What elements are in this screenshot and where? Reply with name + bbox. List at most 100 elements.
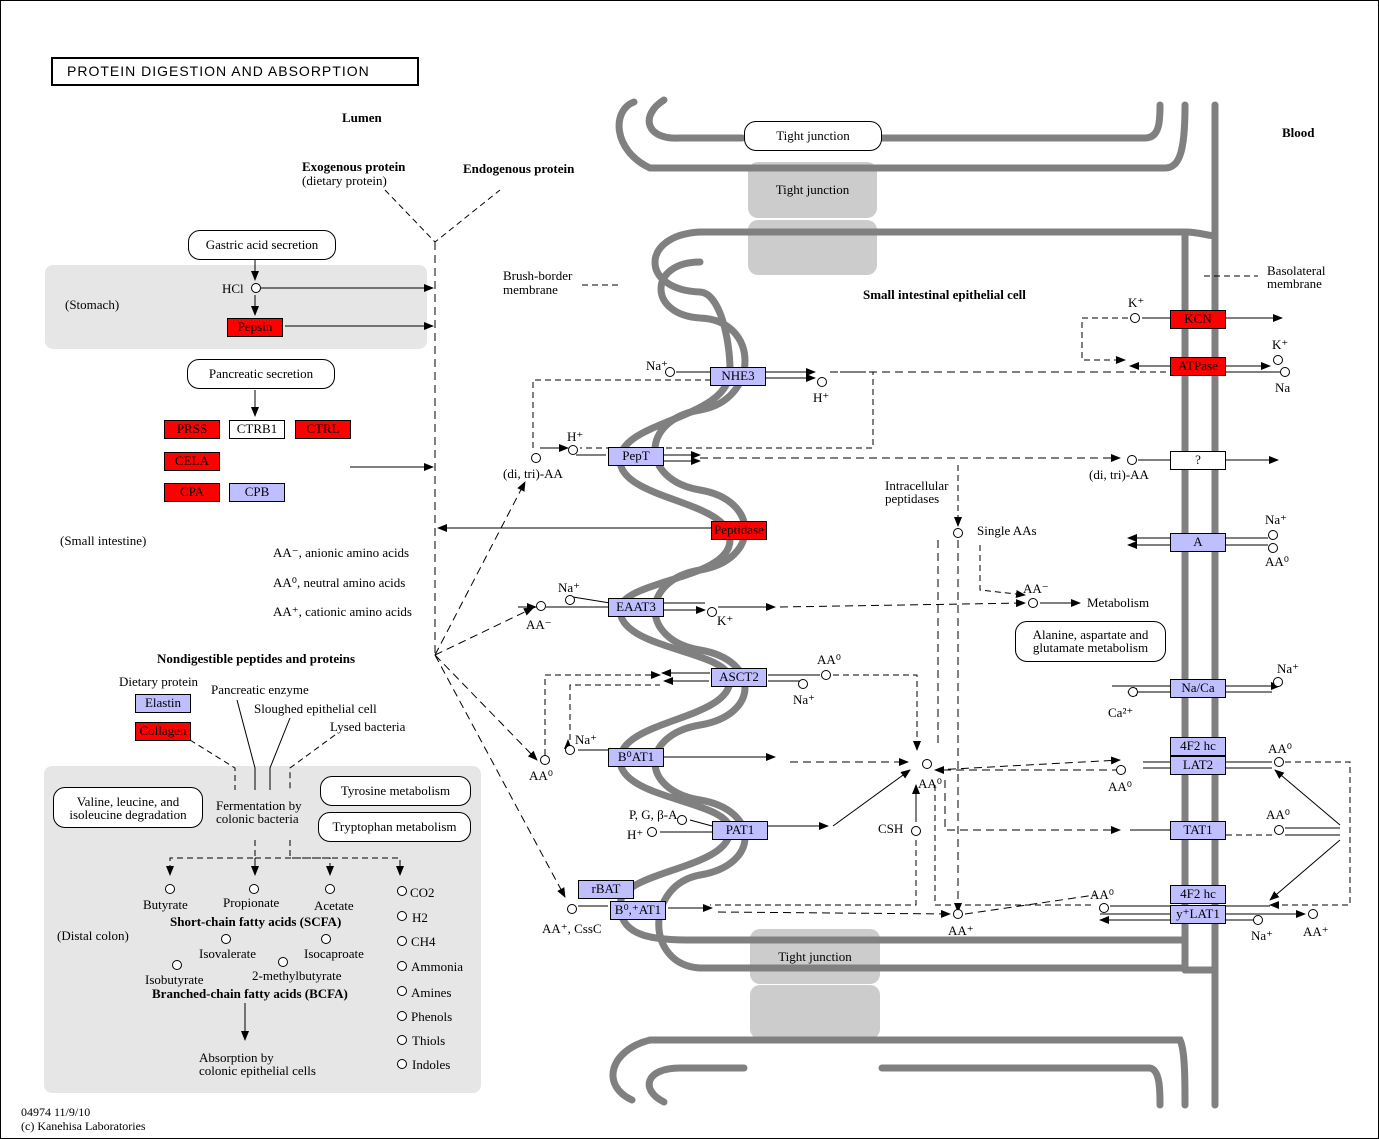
tyrosine-metabolism-pill[interactable]: Tyrosine metabolism — [320, 776, 471, 806]
na-b0at1-label: Na⁺ — [575, 732, 598, 747]
gene-ctrl[interactable]: CTRL — [295, 420, 351, 439]
single-aas-label: Single AAs — [977, 523, 1037, 538]
amines-label: Amines — [411, 985, 452, 1000]
gene-pepsin[interactable]: Pepsin — [227, 318, 283, 337]
gene-unknown-transporter[interactable]: ? — [1170, 451, 1226, 470]
gene-cpa[interactable]: CPA — [164, 483, 220, 502]
pancreatic-secretion-pill[interactable]: Pancreatic secretion — [187, 359, 335, 389]
k-kcn-label: K⁺ — [1128, 295, 1145, 310]
tryptophan-metabolism-pill[interactable]: Tryptophan metabolism — [318, 812, 471, 842]
brush-border-label-1: Brush-border — [503, 268, 573, 283]
intracellular-label-1: Intracellular — [885, 478, 949, 493]
h-pept-label: H⁺ — [567, 429, 584, 444]
aa0-tat1-label: AA⁰ — [1266, 807, 1290, 822]
tight-junction-block-bottom2 — [750, 985, 880, 1039]
phenols-label: Phenols — [411, 1009, 453, 1024]
h-pat1-label: H⁺ — [627, 827, 644, 842]
legend-neutral-sym: AA⁰ — [273, 575, 297, 590]
csh-label: CSH — [878, 821, 904, 836]
aa-plus-center-label: AA⁺ — [948, 923, 974, 938]
connector-lines — [166, 189, 1351, 1041]
legend-cationic: AA⁺, cationic amino acids — [273, 605, 412, 618]
methylbutyrate-label: 2-methylbutyrate — [252, 968, 342, 983]
gene-ctrb1[interactable]: CTRB1 — [229, 420, 285, 439]
aa-plus-ylat1-label: AA⁺ — [1303, 924, 1329, 939]
ditri-aa-left-label: (di, tri)-AA — [503, 466, 563, 481]
brush-border-label-2: membrane — [503, 282, 558, 297]
gene-a[interactable]: A — [1170, 533, 1226, 552]
acetate-label: Acetate — [314, 898, 354, 913]
aa-minus-metabolism-label: AA⁻ — [1023, 581, 1049, 596]
legend-cationic-sym: AA⁺ — [273, 604, 299, 619]
legend-anionic: AA⁻, anionic amino acids — [273, 546, 409, 559]
gene-atpase[interactable]: ATPase — [1170, 357, 1226, 376]
gene-kcn[interactable]: KCN — [1170, 310, 1226, 329]
valine-degradation-pill[interactable]: Valine, leucine, and isoleucine degradat… — [53, 787, 203, 828]
gene-eaat3[interactable]: EAAT3 — [608, 598, 664, 617]
gene-b0at1-plus[interactable]: B⁰,⁺AT1 — [610, 901, 666, 920]
h-nhe3-label: H⁺ — [813, 390, 830, 405]
aa0-b0at1-label: AA⁰ — [529, 768, 553, 783]
tight-junction-label-bottom: Tight junction — [778, 948, 852, 964]
gene-lat2[interactable]: LAT2 — [1170, 756, 1226, 775]
gastric-acid-secretion-pill[interactable]: Gastric acid secretion — [188, 230, 336, 260]
gas-co2-label: CO2 — [410, 885, 435, 900]
gene-prss[interactable]: PRSS — [164, 420, 220, 439]
na-a-label: Na⁺ — [1265, 512, 1288, 527]
pgba-label: P, G, β-A — [629, 807, 678, 822]
gene-collagen[interactable]: Collagen — [135, 722, 191, 741]
tight-junction-label-top: Tight junction — [775, 182, 850, 197]
tight-junction-pill[interactable]: Tight junction — [744, 121, 882, 151]
fermentation-label-1: Fermentation by — [216, 798, 302, 813]
intracellular-label-2: peptidases — [885, 491, 940, 506]
na-nhe3-label: Na⁺ — [646, 358, 669, 373]
legend-anionic-text: , anionic amino acids — [298, 545, 410, 560]
gas-ch4-label: CH4 — [411, 934, 436, 949]
metabolism-label: Metabolism — [1087, 595, 1150, 610]
gene-b0at1[interactable]: B⁰AT1 — [608, 748, 664, 767]
gene-nhe3[interactable]: NHE3 — [710, 367, 766, 386]
gene-pat1[interactable]: PAT1 — [712, 821, 768, 840]
distal-colon-label: (Distal colon) — [57, 928, 129, 943]
aa0-ylat1-label: AA⁰ — [1090, 887, 1114, 902]
gene-4f2hc-1[interactable]: 4F2 hc — [1170, 737, 1226, 756]
gas-h2-label: H2 — [412, 910, 428, 925]
na-naca-label: Na⁺ — [1277, 661, 1300, 676]
isovalerate-label: Isovalerate — [199, 946, 257, 961]
valine-pill-line1: Valine, leucine, and — [76, 794, 180, 809]
gene-peptidase[interactable]: Peptidase — [711, 521, 767, 540]
aa-minus-eaat3-label: AA⁻ — [526, 617, 552, 632]
gene-elastin[interactable]: Elastin — [135, 694, 191, 713]
gene-asct2[interactable]: ASCT2 — [711, 668, 767, 687]
exogenous-protein-sub: (dietary protein) — [302, 173, 387, 188]
gene-naca[interactable]: Na/Ca — [1170, 679, 1226, 698]
gene-pept[interactable]: PepT — [608, 447, 664, 466]
alanine-pill-line2: glutamate metabolism — [1032, 640, 1149, 655]
gene-rbat[interactable]: rBAT — [578, 880, 634, 899]
hcl-label: HCl — [222, 281, 244, 296]
gene-ylat1[interactable]: y⁺LAT1 — [1170, 905, 1226, 924]
ammonia-label: Ammonia — [411, 959, 463, 974]
footer-id: 04974 11/9/10 — [21, 1105, 91, 1119]
endogenous-protein-label: Endogenous protein — [463, 161, 575, 176]
ca-naca-label: Ca²⁺ — [1108, 705, 1134, 720]
gene-cpb[interactable]: CPB — [229, 483, 285, 502]
aa0-lat2-right-label: AA⁰ — [1268, 741, 1292, 756]
gene-tat1[interactable]: TAT1 — [1170, 821, 1226, 840]
na-asct2-label: Na⁺ — [793, 692, 816, 707]
legend-neutral: AA⁰, neutral amino acids — [273, 576, 405, 589]
indoles-label: Indoles — [412, 1057, 451, 1072]
gene-cela[interactable]: CELA — [164, 452, 220, 471]
alanine-metabolism-pill[interactable]: Alanine, aspartate and glutamate metabol… — [1015, 621, 1166, 662]
page-title: PROTEIN DIGESTION AND ABSORPTION — [51, 57, 419, 86]
sloughed-cell-label: Sloughed epithelial cell — [254, 701, 377, 716]
aa0-a-label: AA⁰ — [1265, 554, 1289, 569]
lumen-label: Lumen — [342, 110, 382, 125]
ditri-aa-right-label: (di, tri)-AA — [1089, 467, 1149, 482]
bcfa-label: Branched-chain fatty acids (BCFA) — [152, 986, 348, 1001]
stomach-label: (Stomach) — [65, 297, 120, 312]
gene-4f2hc-2[interactable]: 4F2 hc — [1170, 885, 1226, 904]
scfa-label: Short-chain fatty acids (SCFA) — [170, 914, 342, 929]
absorption-label-1: Absorption by — [199, 1050, 274, 1065]
